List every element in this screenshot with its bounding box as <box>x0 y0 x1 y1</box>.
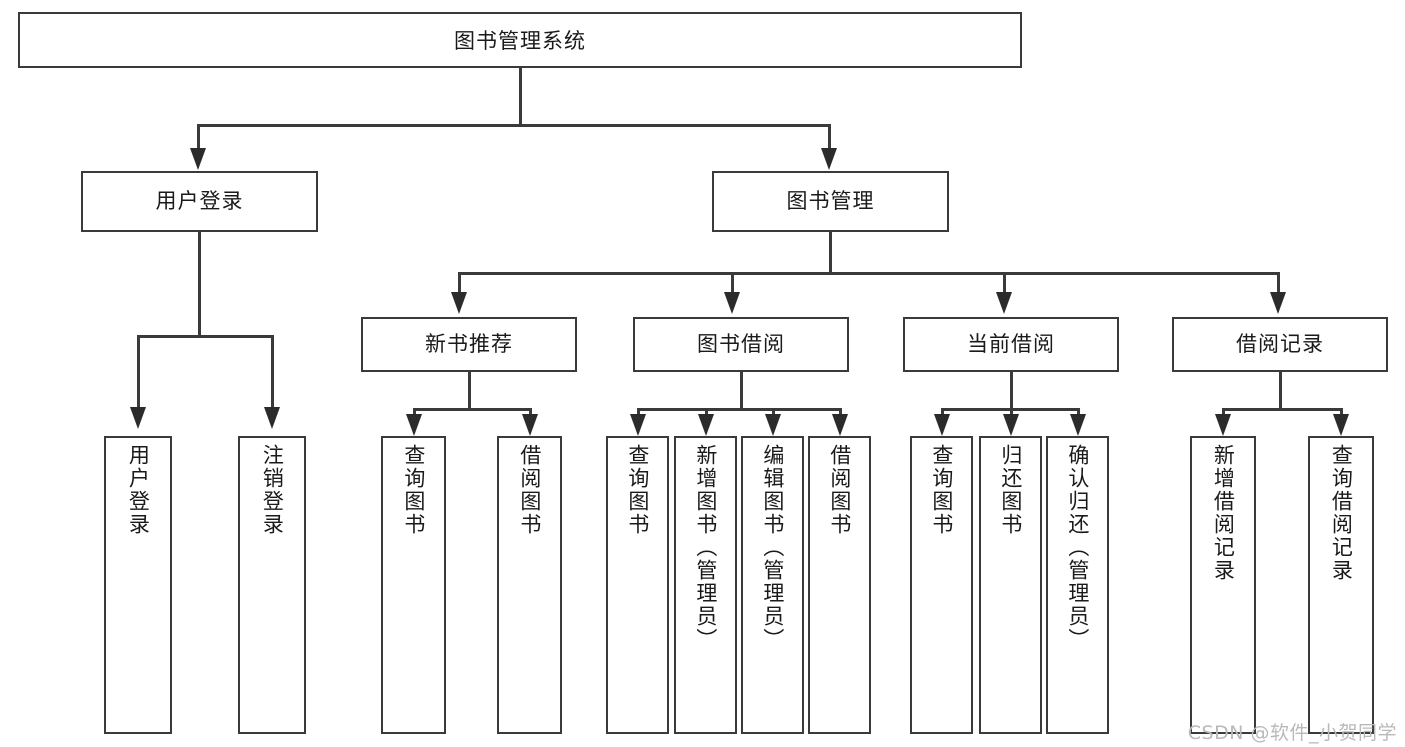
node-book-borrow[interactable]: 图书借阅 <box>633 317 849 372</box>
arrowhead-down-icon <box>724 292 740 314</box>
arrowhead-down-icon <box>1270 292 1286 314</box>
leaf-label: 编辑图书（管理员） <box>760 444 785 651</box>
leaf-label: 查询图书 <box>401 444 426 536</box>
connector-bookborrow-drop-3 <box>772 408 775 418</box>
connector-currentborrow-drop-2 <box>1010 408 1013 418</box>
connector-root-drop-2 <box>828 124 831 150</box>
arrowhead-down-icon <box>630 414 646 436</box>
leaf-newbook-query-book[interactable]: 查询图书 <box>381 436 446 734</box>
node-label: 借阅记录 <box>1236 331 1324 356</box>
leaf-label: 归还图书 <box>998 444 1023 536</box>
leaf-label: 查询借阅记录 <box>1329 444 1354 582</box>
connector-root-drop-1 <box>197 124 200 150</box>
connector-newbook-stem <box>468 372 471 410</box>
leaf-bookborrow-query-book[interactable]: 查询图书 <box>606 436 669 734</box>
connector-bookmgmt-drop-2 <box>731 272 734 294</box>
arrowhead-down-icon <box>406 414 422 436</box>
leaf-borrowrecord-query-record[interactable]: 查询借阅记录 <box>1308 436 1374 734</box>
arrowhead-down-icon <box>522 414 538 436</box>
leaf-currentborrow-query-book[interactable]: 查询图书 <box>910 436 973 734</box>
leaf-user-login[interactable]: 用户登录 <box>104 436 172 734</box>
connector-bookborrow-drop-1 <box>637 408 640 418</box>
leaf-user-logout[interactable]: 注销登录 <box>238 436 306 734</box>
leaf-label: 注销登录 <box>260 444 285 536</box>
connector-newbook-drop-1 <box>413 408 416 418</box>
arrowhead-down-icon <box>821 148 837 170</box>
connector-userlogin-bar <box>137 335 273 338</box>
leaf-currentborrow-return-book[interactable]: 归还图书 <box>979 436 1042 734</box>
arrowhead-down-icon <box>1333 414 1349 436</box>
leaf-label: 借阅图书 <box>517 444 542 536</box>
leaf-currentborrow-confirm-return-admin[interactable]: 确认归还（管理员） <box>1046 436 1109 734</box>
arrowhead-down-icon <box>1070 414 1086 436</box>
leaf-borrowrecord-add-record[interactable]: 新增借阅记录 <box>1190 436 1256 734</box>
connector-bookmgmt-bar <box>458 272 1279 275</box>
node-label: 图书管理 <box>786 188 875 213</box>
arrowhead-down-icon <box>1215 414 1231 436</box>
node-root-system[interactable]: 图书管理系统 <box>18 12 1022 68</box>
arrowhead-down-icon <box>264 407 280 429</box>
connector-currentborrow-stem <box>1010 372 1013 410</box>
connector-bookborrow-bar <box>637 408 841 411</box>
node-label: 图书借阅 <box>697 331 785 356</box>
leaf-label: 查询图书 <box>625 444 650 536</box>
connector-userlogin-drop-2 <box>271 335 274 409</box>
arrowhead-down-icon <box>698 414 714 436</box>
leaf-label: 查询图书 <box>929 444 954 536</box>
arrowhead-down-icon <box>130 407 146 429</box>
leaf-label: 新增借阅记录 <box>1211 444 1236 582</box>
connector-userlogin-stem <box>198 232 201 337</box>
connector-newbook-drop-2 <box>529 408 532 418</box>
connector-currentborrow-drop-1 <box>941 408 944 418</box>
arrowhead-down-icon <box>765 414 781 436</box>
leaf-bookborrow-add-book-admin[interactable]: 新增图书（管理员） <box>674 436 737 734</box>
connector-borrowrecord-stem <box>1279 372 1282 410</box>
connector-bookborrow-drop-2 <box>705 408 708 418</box>
connector-bookmgmt-stem <box>829 232 832 274</box>
leaf-newbook-borrow-book[interactable]: 借阅图书 <box>497 436 562 734</box>
leaf-bookborrow-borrow-book[interactable]: 借阅图书 <box>808 436 871 734</box>
node-user-login[interactable]: 用户登录 <box>81 171 318 232</box>
node-book-management[interactable]: 图书管理 <box>712 171 949 232</box>
node-label: 当前借阅 <box>967 331 1055 356</box>
arrowhead-down-icon <box>832 414 848 436</box>
connector-currentborrow-drop-3 <box>1077 408 1080 418</box>
leaf-label: 用户登录 <box>126 444 151 536</box>
arrowhead-down-icon <box>934 414 950 436</box>
node-new-book-recommend[interactable]: 新书推荐 <box>361 317 577 372</box>
node-current-borrow[interactable]: 当前借阅 <box>903 317 1119 372</box>
node-label: 用户登录 <box>155 188 244 213</box>
arrowhead-down-icon <box>996 292 1012 314</box>
connector-newbook-bar <box>413 408 531 411</box>
arrowhead-down-icon <box>451 292 467 314</box>
connector-borrowrecord-drop-2 <box>1340 408 1343 418</box>
connector-bookmgmt-drop-4 <box>1277 272 1280 294</box>
node-label: 图书管理系统 <box>454 29 586 53</box>
connector-userlogin-drop-1 <box>137 335 140 409</box>
leaf-label: 借阅图书 <box>827 444 852 536</box>
leaf-label: 新增图书（管理员） <box>693 444 718 651</box>
node-label: 新书推荐 <box>425 331 513 356</box>
connector-bookborrow-drop-4 <box>839 408 842 418</box>
connector-bookborrow-stem <box>740 372 743 410</box>
connector-bookmgmt-drop-1 <box>458 272 461 294</box>
leaf-bookborrow-edit-book-admin[interactable]: 编辑图书（管理员） <box>741 436 804 734</box>
connector-bookmgmt-drop-3 <box>1003 272 1006 294</box>
connector-borrowrecord-bar <box>1222 408 1342 411</box>
connector-borrowrecord-drop-1 <box>1222 408 1225 418</box>
node-borrow-record[interactable]: 借阅记录 <box>1172 317 1388 372</box>
connector-root-stem <box>519 68 522 125</box>
arrowhead-down-icon <box>190 148 206 170</box>
connector-root-bar <box>197 124 831 127</box>
leaf-label: 确认归还（管理员） <box>1065 444 1090 651</box>
arrowhead-down-icon <box>1003 414 1019 436</box>
